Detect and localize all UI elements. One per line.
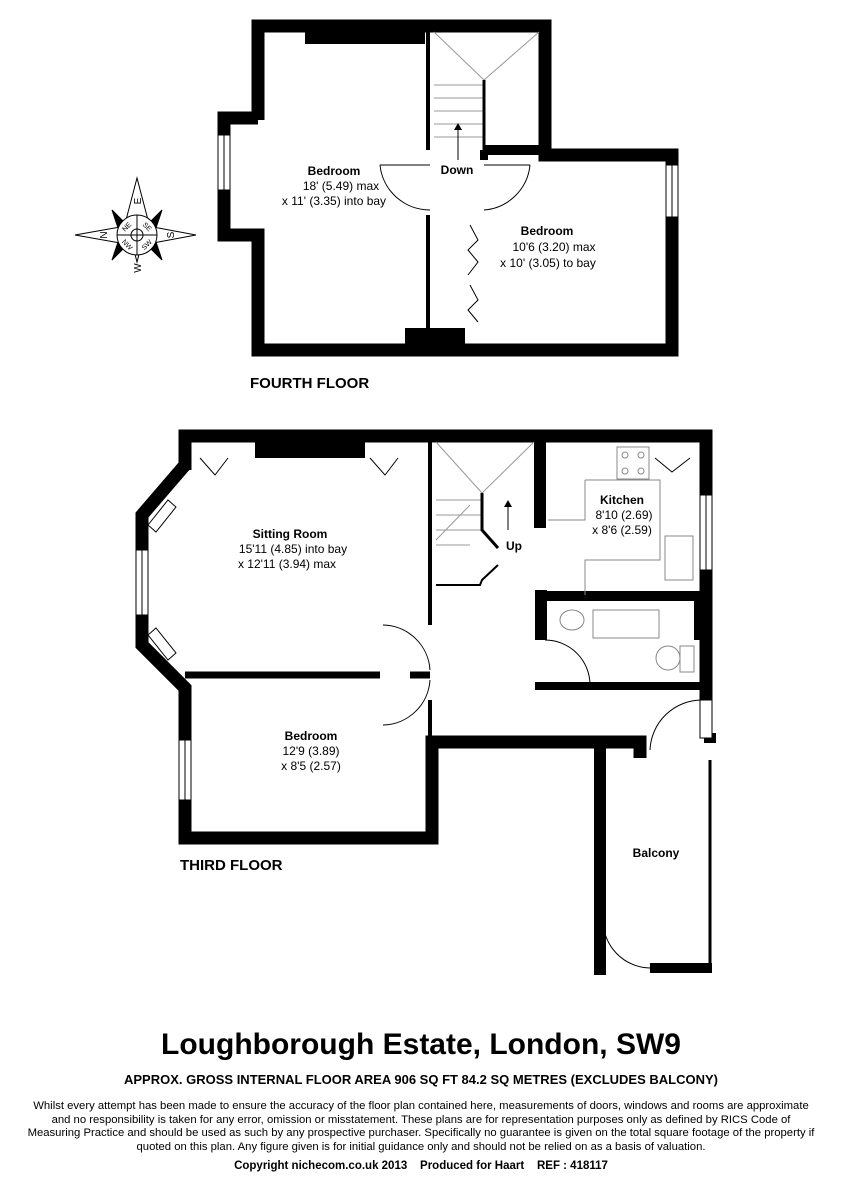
third-floor-windows bbox=[135, 494, 713, 801]
compass-n: N bbox=[99, 231, 110, 238]
floor-label: FOURTH FLOOR bbox=[250, 375, 369, 392]
room-dimension: 10'6 (3.20) max bbox=[513, 240, 596, 254]
third-floor-doors bbox=[199, 457, 703, 969]
fourth-floor-doors bbox=[379, 164, 531, 323]
room-dimension: 8'10 (2.69) bbox=[596, 508, 653, 522]
compass-se: SE bbox=[141, 222, 153, 234]
room-dimension: x 8'5 (2.57) bbox=[281, 759, 341, 773]
fourth-floor-walls bbox=[217, 19, 679, 357]
room-name: Balcony bbox=[633, 846, 680, 860]
room-dimension: 12'9 (3.89) bbox=[283, 744, 340, 758]
fourth-floor-windows bbox=[217, 134, 679, 218]
room-name: Kitchen bbox=[600, 493, 644, 507]
fourth-floor-stairs bbox=[433, 31, 540, 160]
floor-label: THIRD FLOOR bbox=[180, 857, 283, 874]
room-dimension: x 10' (3.05) to bay bbox=[500, 256, 596, 270]
room-name: Bedroom bbox=[521, 224, 574, 238]
room-dimension: x 12'11 (3.94) max bbox=[238, 557, 336, 571]
room-name: Bedroom bbox=[285, 729, 338, 743]
third-floor-stairs bbox=[435, 441, 535, 586]
copyright: Copyright nichecom.co.uk 2013 Produced f… bbox=[234, 1160, 608, 1172]
room-dimension: 15'11 (4.85) into bay bbox=[239, 542, 347, 556]
compass-rose-icon bbox=[74, 176, 197, 264]
floor-area: APPROX. GROSS INTERNAL FLOOR AREA 906 SQ… bbox=[124, 1072, 718, 1087]
compass-e: E bbox=[133, 197, 144, 204]
disclaimer: Whilst every attempt has been made to en… bbox=[27, 1100, 815, 1153]
third-floor-walls bbox=[135, 429, 716, 975]
room-name: Bedroom bbox=[308, 164, 361, 178]
compass-s: S bbox=[166, 231, 177, 238]
stairs-down-label: Down bbox=[441, 163, 474, 177]
room-dimension: 18' (5.49) max bbox=[303, 179, 379, 193]
room-name: Sitting Room bbox=[253, 527, 328, 541]
third-floor-fixtures bbox=[548, 446, 695, 673]
room-dimension: x 8'6 (2.59) bbox=[592, 523, 652, 537]
compass-w: W bbox=[133, 263, 144, 273]
room-dimension: x 11' (3.35) into bay bbox=[282, 194, 386, 208]
property-title: Loughborough Estate, London, SW9 bbox=[161, 1028, 681, 1061]
stairs-up-label: Up bbox=[506, 539, 522, 553]
